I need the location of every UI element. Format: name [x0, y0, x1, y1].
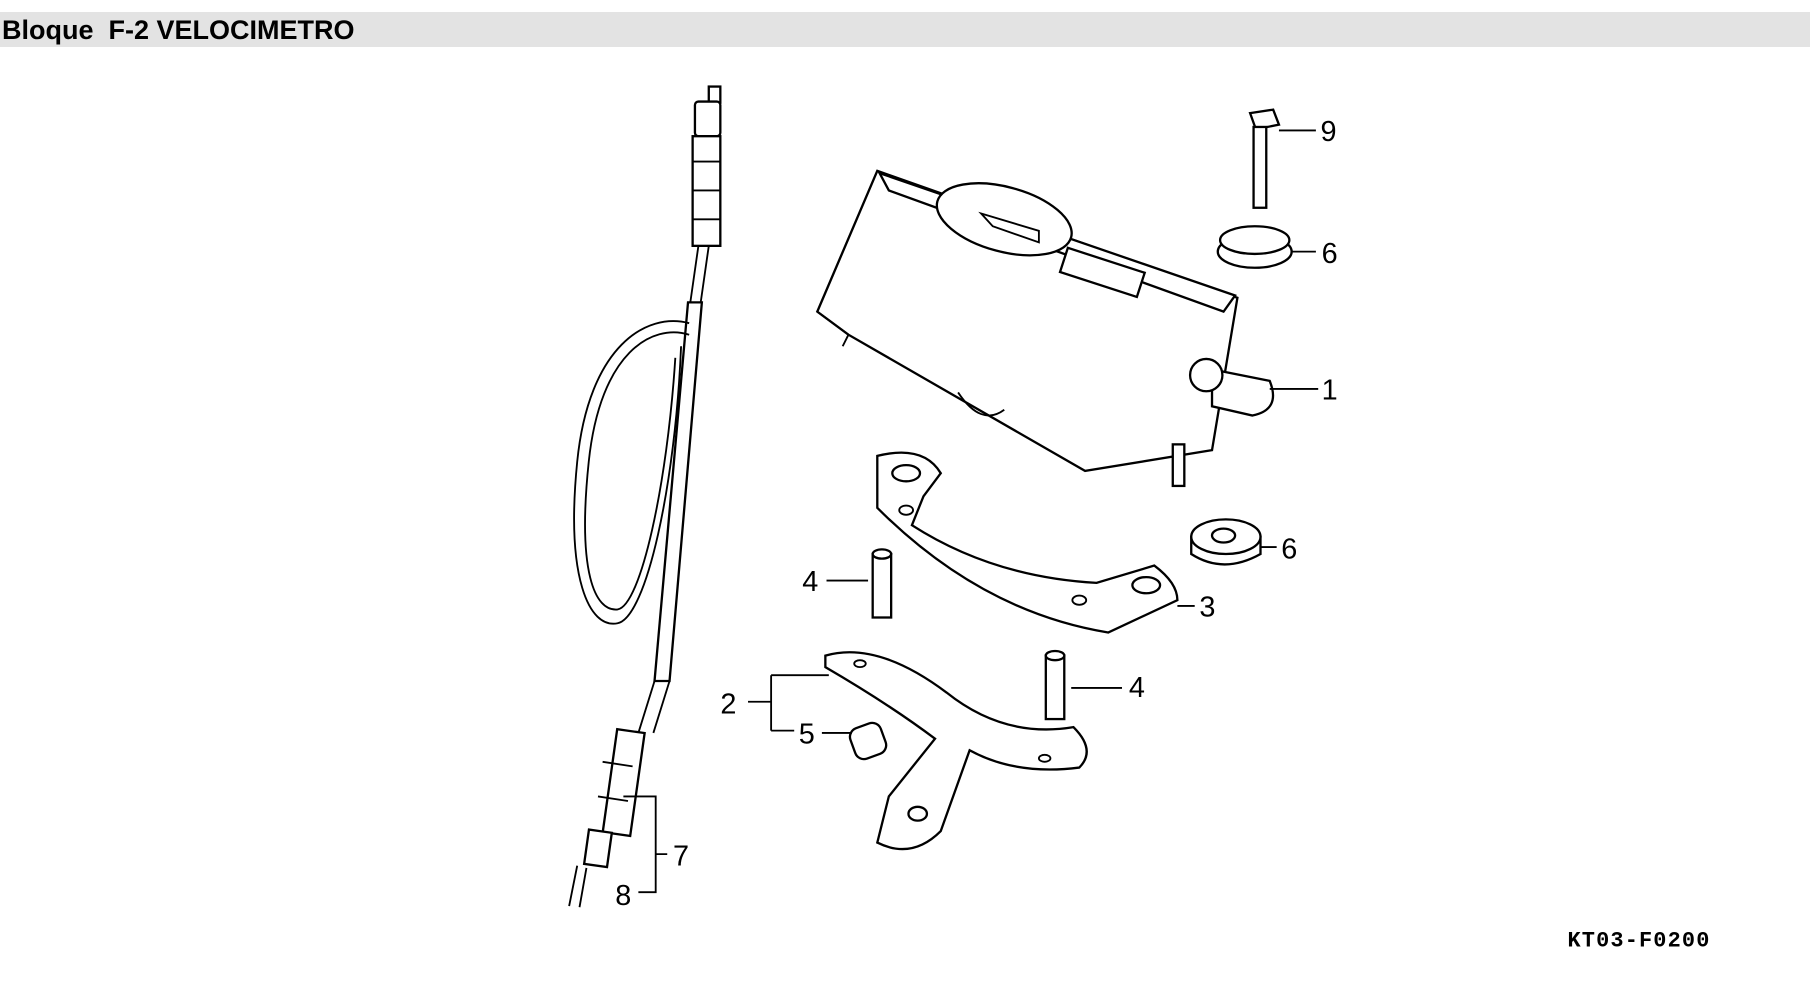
callout-3: 3: [1199, 591, 1215, 623]
callout-1: 1: [1322, 374, 1338, 406]
page-title: Bloque F-2 VELOCIMETRO: [2, 15, 355, 45]
callout-7: 7: [673, 841, 689, 873]
leader-lines: [623, 129, 1319, 894]
title-bar: Bloque F-2 VELOCIMETRO: [0, 12, 1810, 47]
grommet-bottom: [1190, 518, 1262, 566]
speedometer-cable: [568, 85, 722, 908]
speedometer-housing: [815, 169, 1275, 488]
nut: [848, 721, 888, 761]
callout-2: 2: [720, 688, 736, 720]
callout-9: 9: [1321, 116, 1337, 148]
spacers: [871, 548, 1066, 721]
callout-5: 5: [799, 718, 815, 750]
callout-6-lower: 6: [1281, 534, 1297, 566]
drawing-code: KT03-F0200: [1568, 928, 1711, 953]
lower-stay: [824, 651, 1088, 851]
callout-4-upper: 4: [802, 566, 818, 598]
upper-bracket: [876, 451, 1179, 634]
callout-4-lower: 4: [1129, 672, 1145, 704]
grommet-top: [1216, 225, 1293, 269]
bolt: [1248, 108, 1281, 209]
callout-6-upper: 6: [1322, 238, 1338, 270]
callout-8: 8: [615, 880, 631, 912]
